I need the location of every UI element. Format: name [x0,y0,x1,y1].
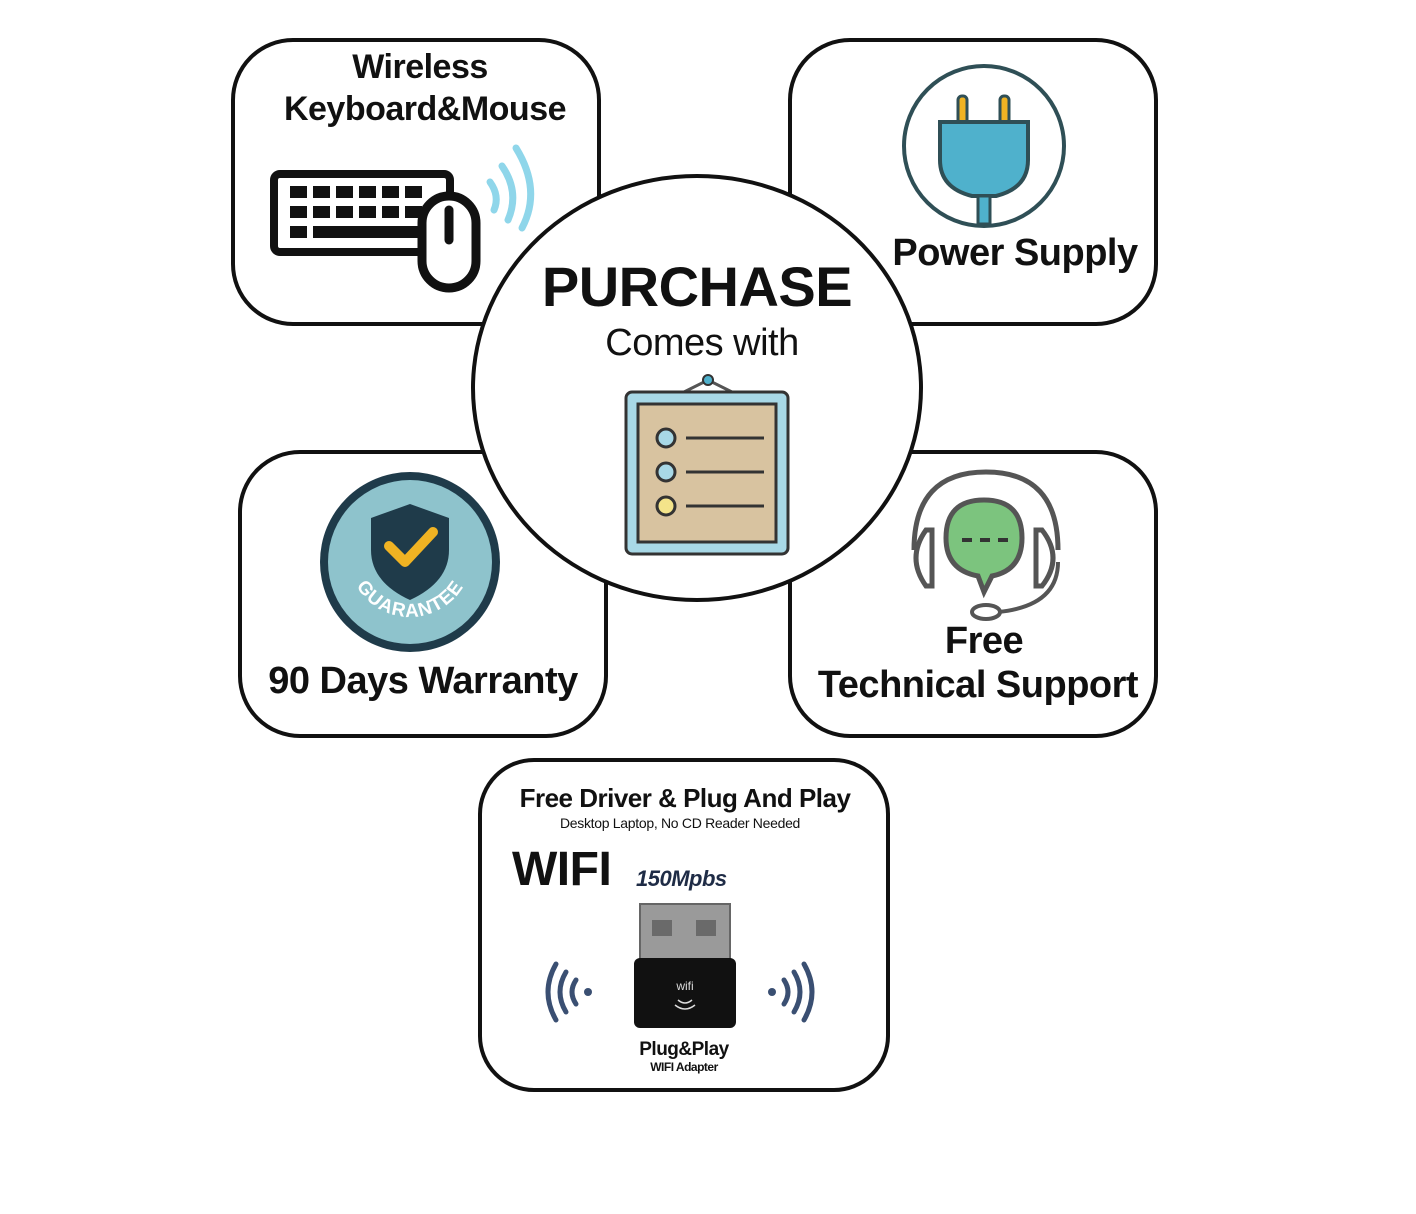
wifi-device-text: wifi [675,979,693,993]
purchase-title: PURCHASE [541,255,853,318]
support-title-line2: Technical Support [817,664,1139,706]
headset-chat-icon [911,469,1061,621]
wifi-speed-label: 150Mpbs [636,866,727,891]
wifi-adapter-caption: WIFI Adapter [650,1060,718,1074]
wifi-card-heading: Free Driver & Plug And Play [519,783,851,813]
power-plug-icon [902,64,1066,228]
keyboard-card-title-line2: Keyboard&Mouse [283,90,567,128]
keyboard-mouse-card [231,38,601,326]
clipboard-checklist-icon [624,374,790,556]
comes-with-subtitle: Comes with [605,322,799,364]
keyboard-mouse-icon [270,144,535,293]
plug-play-caption: Plug&Play [639,1039,729,1060]
signal-left-icon [545,961,592,1023]
power-supply-label: Power Supply [892,232,1138,274]
keyboard-card-title-line1: Wireless [352,48,488,86]
warranty-label: 90 Days Warranty [268,660,578,702]
guarantee-shield-icon: GUARANTEE [320,472,500,652]
wifi-card-subheading: Desktop Laptop, No CD Reader Needed [559,815,801,831]
usb-wifi-adapter-icon: wifi [545,903,815,1028]
wifi-big-label: WIFI [512,843,612,896]
signal-right-icon [768,961,815,1023]
support-title-line1: Free [944,620,1024,662]
